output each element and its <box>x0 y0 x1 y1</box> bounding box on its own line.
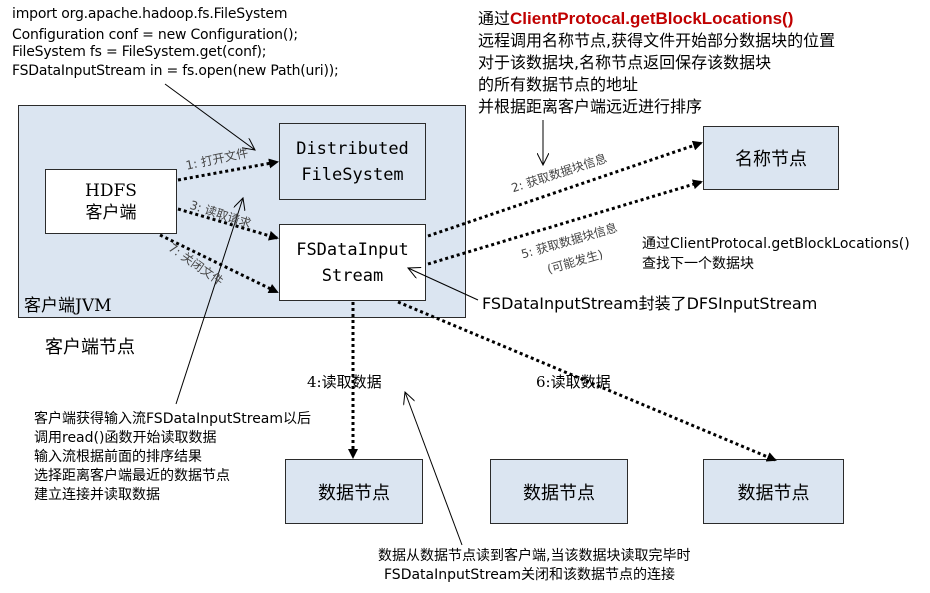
hdfs-client-line1: HDFS <box>85 180 137 201</box>
step-read-data-4: 4:读取数据 <box>307 373 382 391</box>
pointer-wrapper-note <box>408 268 479 301</box>
note-bottom-line1: 数据从数据节点读到客户端,当该数据块读取完毕时 <box>378 548 691 564</box>
datanode-label-2: 数据节点 <box>523 482 595 504</box>
namenode-label: 名称节点 <box>735 149 807 170</box>
note-top-right-method: ClientProtocal.getBlockLocations() <box>510 9 794 28</box>
distributed-fs-line1: Distributed <box>296 138 409 159</box>
namenode-box: 名称节点 <box>703 126 839 190</box>
note-top-right-line4: 的所有数据节点的地址 <box>478 75 639 94</box>
hdfs-client-box: HDFS 客户端 <box>45 169 177 234</box>
code-line-1: import org.apache.hadoop.fs.FileSystem <box>12 6 288 22</box>
arrow-close-file <box>159 233 279 294</box>
datanode-box-1: 数据节点 <box>285 459 423 524</box>
note-left-bottom: 客户端获得输入流FSDataInputStream以后 调用read()函数开始… <box>34 410 311 505</box>
note-right-middle-line1: 通过ClientProtocal.getBlockLocations() <box>642 236 910 252</box>
arrow-read-request <box>177 207 279 241</box>
datanode-label-3: 数据节点 <box>737 482 810 504</box>
note-left-bottom-line5: 建立连接并读取数据 <box>34 487 160 503</box>
client-jvm-label: 客户端JVM <box>24 296 112 316</box>
hdfs-client-line2: 客户端 <box>85 202 137 223</box>
note-top-right-line3: 对于该数据块,名称节点返回保存该数据块 <box>478 53 772 72</box>
note-top-right-line5: 并根据距离客户端远近进行排序 <box>478 97 703 116</box>
client-node-label: 客户端节点 <box>45 337 135 358</box>
step-read-data-6: 6:读取数据 <box>536 373 611 391</box>
pointer-read-note <box>175 198 243 405</box>
fsdatainputstream-line1: FSDataInput <box>296 239 409 260</box>
code-line-4: FSDataInputStream in = fs.open(new Path(… <box>12 63 339 79</box>
note-bottom: 数据从数据节点读到客户端,当该数据块读取完毕时 FSDataInputStrea… <box>378 547 690 585</box>
note-left-bottom-line2: 调用read()函数开始读取数据 <box>34 430 217 446</box>
code-line-3: FileSystem fs = FileSystem.get(conf); <box>12 44 267 60</box>
note-top-right: 通过ClientProtocal.getBlockLocations() 远程调… <box>478 8 835 118</box>
distributed-filesystem-box: Distributed FileSystem <box>279 123 426 200</box>
note-wrapper: FSDataInputStream封装了DFSInputStream <box>482 294 818 313</box>
datanode-label-1: 数据节点 <box>318 482 390 504</box>
distributed-fs-line2: FileSystem <box>301 164 404 185</box>
note-left-bottom-line4: 选择距离客户端最近的数据节点 <box>34 468 230 484</box>
fsdatainputstream-line2: Stream <box>321 265 384 286</box>
note-bottom-line2: FSDataInputStream关闭和该数据节点的连接 <box>384 567 676 583</box>
arrow-read-data-6 <box>397 300 777 462</box>
note-top-right-prefix: 通过 <box>478 9 511 28</box>
datanode-box-2: 数据节点 <box>490 459 628 524</box>
code-line-2: Configuration conf = new Configuration()… <box>12 27 298 43</box>
note-right-middle-line2: 查找下一个数据块 <box>642 256 754 272</box>
note-left-bottom-line1: 客户端获得输入流FSDataInputStream以后 <box>34 411 312 427</box>
pointer-code-to-open <box>164 83 255 150</box>
arrow-get-block-info <box>427 140 703 238</box>
arrow-open-file <box>177 158 279 182</box>
datanode-box-3: 数据节点 <box>703 459 844 524</box>
fsdatainputstream-box: FSDataInput Stream <box>279 224 426 301</box>
note-left-bottom-line3: 输入流根据前面的排序结果 <box>34 449 202 465</box>
note-right-middle: 通过ClientProtocal.getBlockLocations() 查找下… <box>642 234 910 274</box>
pointer-bottom-note <box>405 392 463 546</box>
note-top-right-line2: 远程调用名称节点,获得文件开始部分数据块的位置 <box>478 31 836 50</box>
